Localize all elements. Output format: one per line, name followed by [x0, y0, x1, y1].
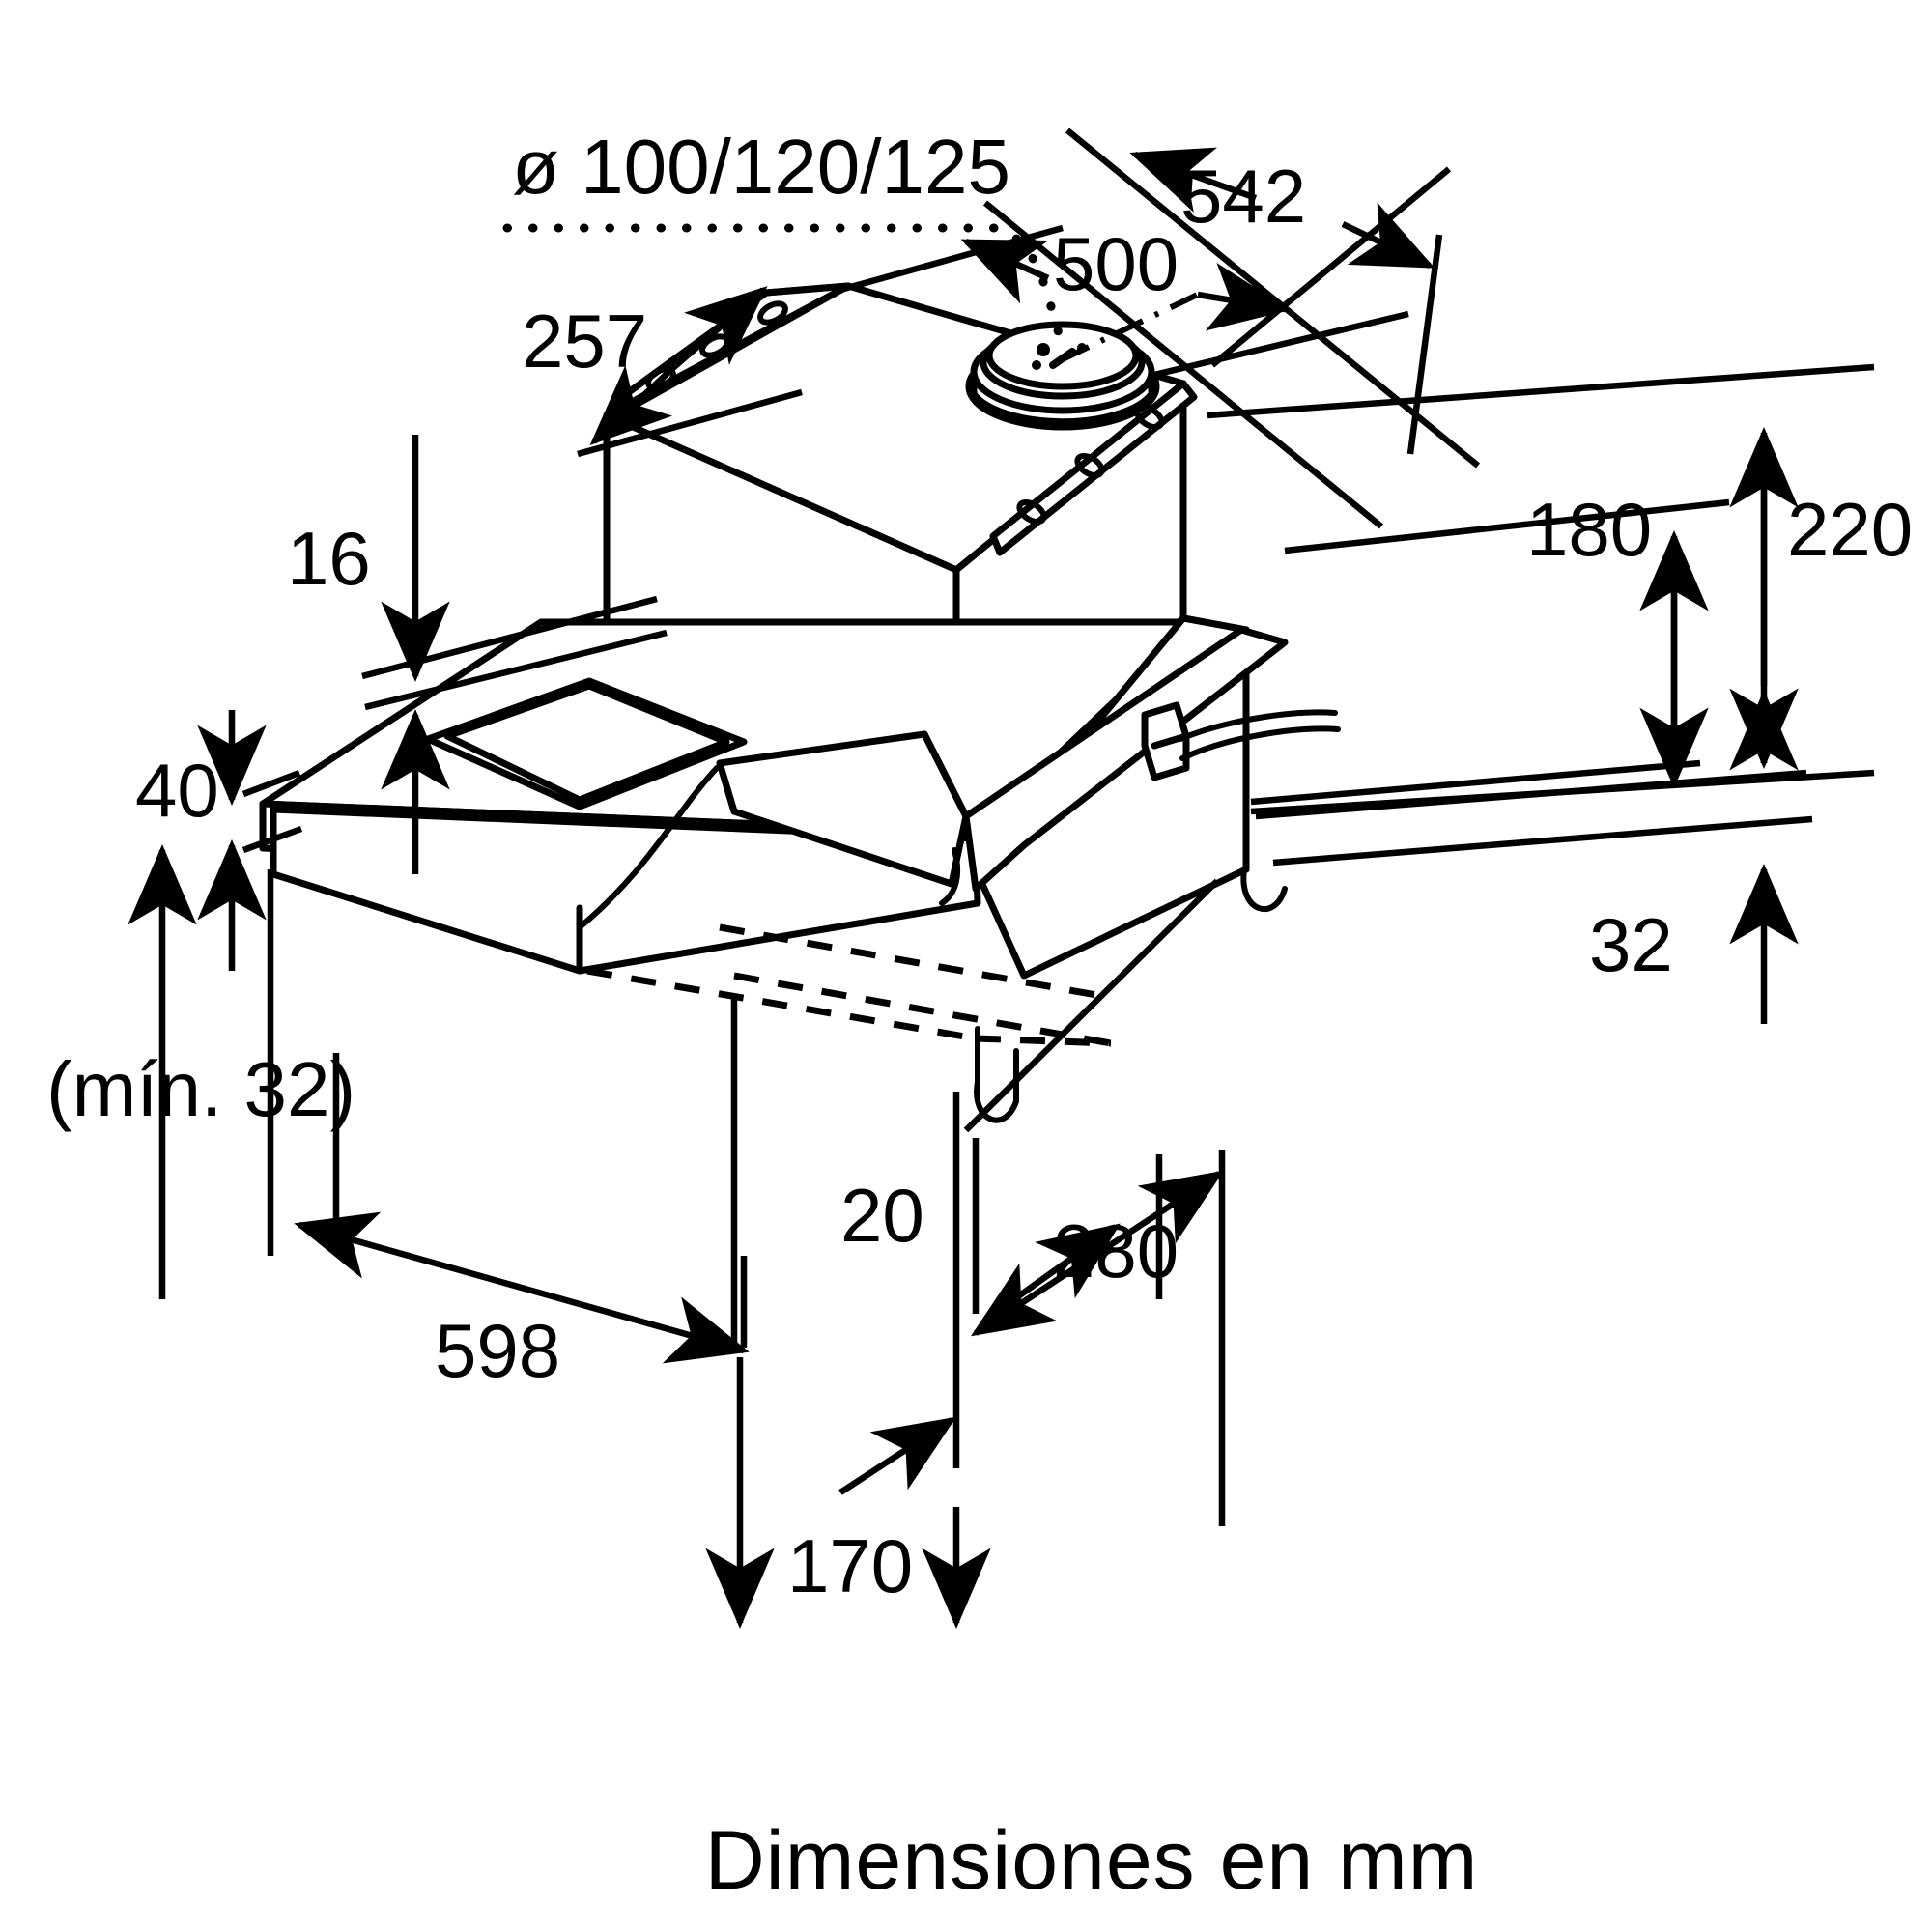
drawer-hook — [1240, 867, 1288, 913]
dimension-280-label: 280 — [1053, 1208, 1179, 1293]
dimension-180-label: 180 — [1526, 487, 1652, 572]
dimension-180: 180 — [1250, 487, 1730, 806]
dimension-220: 220 — [1207, 363, 1913, 815]
dimension-257-label: 257 — [522, 298, 647, 384]
dimension-220-label: 220 — [1787, 487, 1913, 572]
dimension-40-label: 40 — [135, 748, 219, 833]
dimension-598: 598 — [267, 869, 750, 1393]
duct-outlet-collar — [965, 321, 1160, 431]
dimension-40: 40 — [135, 710, 303, 971]
dimension-257: 257 — [522, 224, 1064, 458]
footer-units-note: Dimensiones en mm — [705, 1814, 1479, 1907]
dimension-32-label: 32 — [1589, 902, 1673, 987]
dimension-170: 170 — [740, 1092, 980, 1608]
witness-lines-lower — [705, 1357, 991, 1629]
dimension-170-label: 170 — [787, 1523, 913, 1608]
duct-diameter-label: ø 100/120/125 — [512, 124, 1010, 210]
hidden-retracted-outline — [586, 923, 1112, 1123]
drawer-curved-tab — [577, 765, 961, 930]
dimension-16: 16 — [287, 435, 668, 874]
note-min-32: (mín. 32) — [46, 844, 355, 1299]
dimension-598-label: 598 — [435, 1308, 560, 1393]
pullout-subpanel-right — [716, 730, 970, 888]
electrical-connector — [1141, 701, 1341, 781]
dimension-20: 20 — [840, 1154, 1163, 1302]
dimension-16-label: 16 — [287, 516, 371, 601]
dimension-32: 32 — [1255, 690, 1813, 1024]
grease-filter-frame — [424, 677, 748, 810]
dimension-280: 280 — [963, 878, 1226, 1526]
dimension-500-label: 500 — [1053, 221, 1179, 306]
dimension-duct-diameter: ø 100/120/125 — [502, 124, 1065, 345]
note-min-32-label: (mín. 32) — [46, 1046, 355, 1132]
dimension-542-label: 542 — [1180, 154, 1306, 239]
dimension-20-label: 20 — [840, 1173, 924, 1258]
dimension-500: 500 — [960, 200, 1409, 529]
mounting-flange-right — [989, 380, 1198, 556]
